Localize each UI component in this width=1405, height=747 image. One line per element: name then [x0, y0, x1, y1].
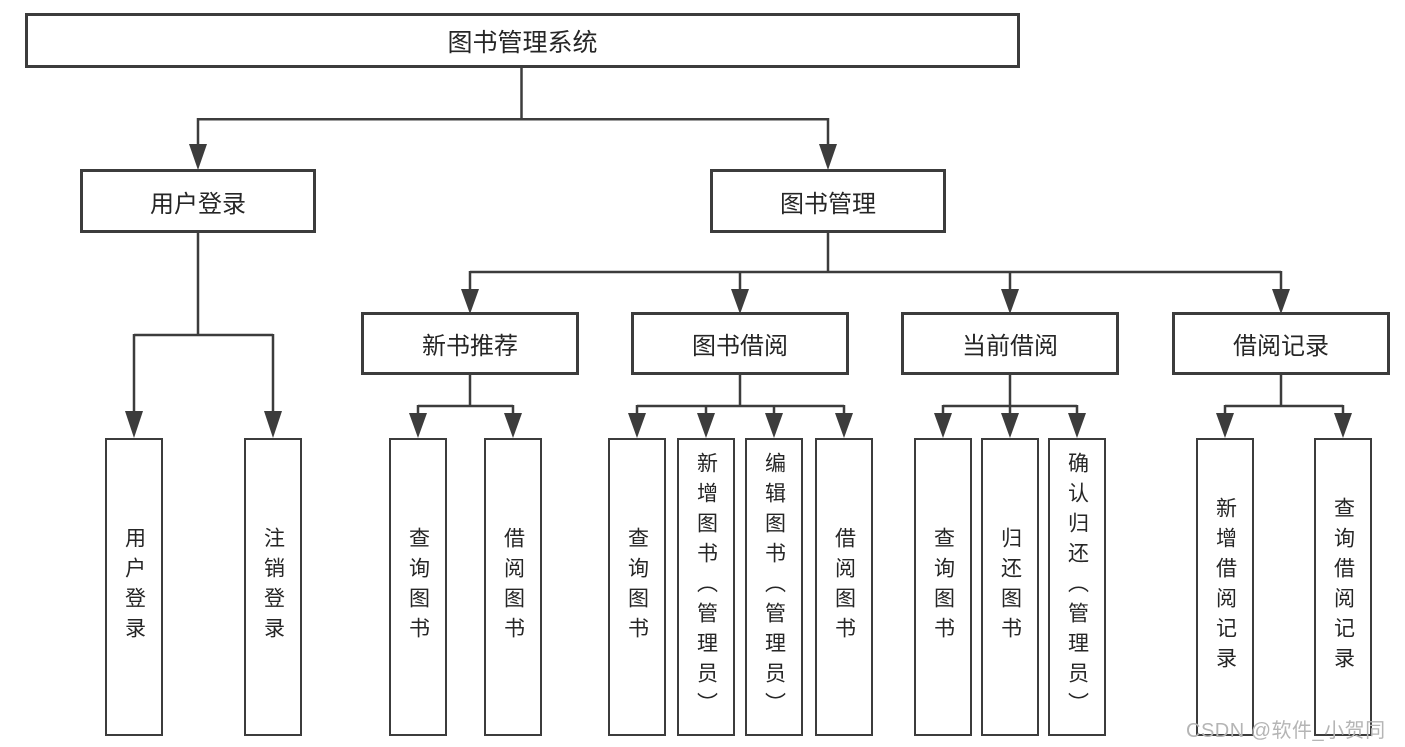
leaf-records-add: 新增借阅记录: [1196, 438, 1254, 736]
leaf-newbooks-query-label: 查询图书: [406, 527, 430, 647]
leaf-newbooks-borrow-label: 借阅图书: [501, 527, 525, 647]
leaf-borrow-borrow: 借阅图书: [815, 438, 873, 736]
node-book-management-label: 图书管理: [780, 190, 876, 218]
leaf-borrow-query: 查询图书: [608, 438, 666, 736]
leaf-borrow-borrow-label: 借阅图书: [832, 527, 856, 647]
leaf-records-query: 查询借阅记录: [1314, 438, 1372, 736]
node-book-borrow-label: 图书借阅: [692, 333, 788, 360]
leaf-records-query-label: 查询借阅记录: [1331, 497, 1355, 677]
node-book-management: 图书管理: [710, 169, 946, 233]
leaf-user-login-label: 用户登录: [122, 527, 146, 647]
leaf-current-confirm-admin-label: 确认归还（管理员）: [1065, 452, 1089, 722]
node-user-login-label: 用户登录: [150, 190, 246, 218]
leaf-borrow-add-admin: 新增图书（管理员）: [677, 438, 735, 736]
leaf-borrow-edit-admin: 编辑图书（管理员）: [745, 438, 803, 736]
watermark: CSDN @软件_小贺同学: [1186, 720, 1386, 742]
leaf-user-login: 用户登录: [105, 438, 163, 736]
leaf-borrow-query-label: 查询图书: [625, 527, 649, 647]
leaf-borrow-add-admin-label: 新增图书（管理员）: [694, 452, 718, 722]
node-borrow-records: 借阅记录: [1172, 312, 1390, 375]
node-current-borrow-label: 当前借阅: [962, 333, 1058, 360]
node-new-book-recommend-label: 新书推荐: [422, 333, 518, 360]
node-borrow-records-label: 借阅记录: [1233, 333, 1329, 360]
leaf-current-query-label: 查询图书: [931, 527, 955, 647]
leaf-borrow-edit-admin-label: 编辑图书（管理员）: [762, 452, 786, 722]
node-root-system: 图书管理系统: [25, 13, 1020, 68]
node-current-borrow: 当前借阅: [901, 312, 1119, 375]
leaf-current-return-label: 归还图书: [998, 527, 1022, 647]
leaf-current-confirm-admin: 确认归还（管理员）: [1048, 438, 1106, 736]
node-book-borrow: 图书借阅: [631, 312, 849, 375]
leaf-user-logout: 注销登录: [244, 438, 302, 736]
node-root-label: 图书管理系统: [447, 28, 598, 57]
leaf-records-add-label: 新增借阅记录: [1213, 497, 1237, 677]
leaf-current-query: 查询图书: [914, 438, 972, 736]
leaf-newbooks-borrow: 借阅图书: [484, 438, 542, 736]
leaf-newbooks-query: 查询图书: [389, 438, 447, 736]
node-new-book-recommend: 新书推荐: [361, 312, 579, 375]
node-user-login: 用户登录: [80, 169, 316, 233]
leaf-user-logout-label: 注销登录: [261, 527, 285, 647]
leaf-current-return: 归还图书: [981, 438, 1039, 736]
